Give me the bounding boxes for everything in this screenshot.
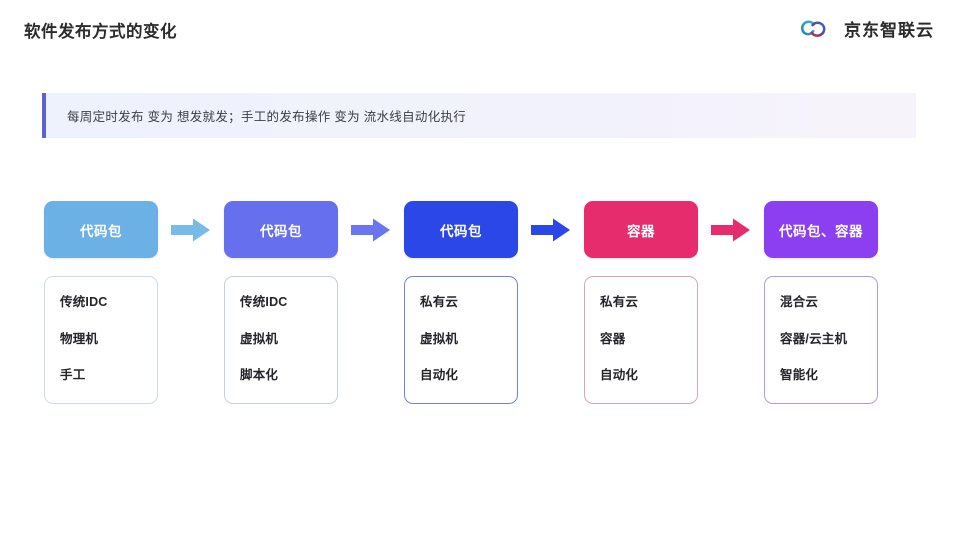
- arrow-right-icon: [158, 201, 224, 258]
- arrow-right-icon: [518, 201, 584, 258]
- stage-head-5[interactable]: 代码包、容器: [764, 201, 878, 258]
- detail-line: 自动化: [600, 368, 639, 382]
- page-title: 软件发布方式的变化: [24, 23, 177, 41]
- stage-head-label: 代码包: [80, 223, 122, 239]
- detail-line: 私有云: [420, 295, 459, 309]
- detail-line: 物理机: [60, 331, 99, 346]
- detail-card-5[interactable]: 混合云 容器/云主机 智能化: [764, 276, 878, 404]
- detail-line: 手工: [60, 368, 86, 382]
- detail-card-1[interactable]: 传统IDC 物理机 手工: [44, 276, 158, 404]
- arrow-right-icon: [698, 201, 764, 258]
- arrow-right-icon: [338, 201, 404, 258]
- detail-line: 虚拟机: [420, 331, 459, 346]
- detail-line: 虚拟机: [240, 331, 279, 346]
- detail-card-3[interactable]: 私有云 虚拟机 自动化: [404, 276, 518, 404]
- stage-head-label: 代码包: [260, 223, 302, 239]
- detail-line: 容器/云主机: [780, 331, 848, 346]
- banner-text: 每周定时发布 变为 想发就发；手工的发布操作 变为 流水线自动化执行: [67, 110, 467, 124]
- detail-card-2[interactable]: 传统IDC 虚拟机 脚本化: [224, 276, 338, 404]
- banner-accent-bar: [42, 93, 46, 138]
- detail-card-4[interactable]: 私有云 容器 自动化: [584, 276, 698, 404]
- stage-head-2[interactable]: 代码包: [224, 201, 338, 258]
- jd-cloud-infinity-logo-icon: [799, 18, 835, 40]
- detail-line: 混合云: [780, 295, 819, 309]
- detail-line: 容器: [600, 331, 626, 346]
- stage-head-3[interactable]: 代码包: [404, 201, 518, 258]
- flow-detail-cards: 传统IDC 物理机 手工 传统IDC 虚拟机 脚本化 私有云 虚拟机 自动化 私…: [44, 276, 916, 404]
- detail-line: 私有云: [600, 295, 639, 309]
- detail-line: 自动化: [420, 368, 459, 382]
- detail-line: 脚本化: [240, 368, 279, 382]
- detail-line: 智能化: [780, 368, 819, 382]
- highlight-banner: 每周定时发布 变为 想发就发；手工的发布操作 变为 流水线自动化执行: [42, 93, 916, 138]
- brand-name: 京东智联云: [844, 21, 934, 40]
- detail-line: 传统IDC: [60, 295, 108, 309]
- stage-head-4[interactable]: 容器: [584, 201, 698, 258]
- flow-stage-heads: 代码包 代码包 代码包 容器 代码包、容器: [44, 201, 916, 258]
- stage-head-1[interactable]: 代码包: [44, 201, 158, 258]
- stage-head-label: 容器: [627, 223, 655, 239]
- brand-logo: 京东智联云: [799, 16, 934, 41]
- detail-line: 传统IDC: [240, 295, 288, 309]
- stage-head-label: 代码包: [440, 223, 482, 239]
- stage-head-label: 代码包、容器: [779, 223, 863, 239]
